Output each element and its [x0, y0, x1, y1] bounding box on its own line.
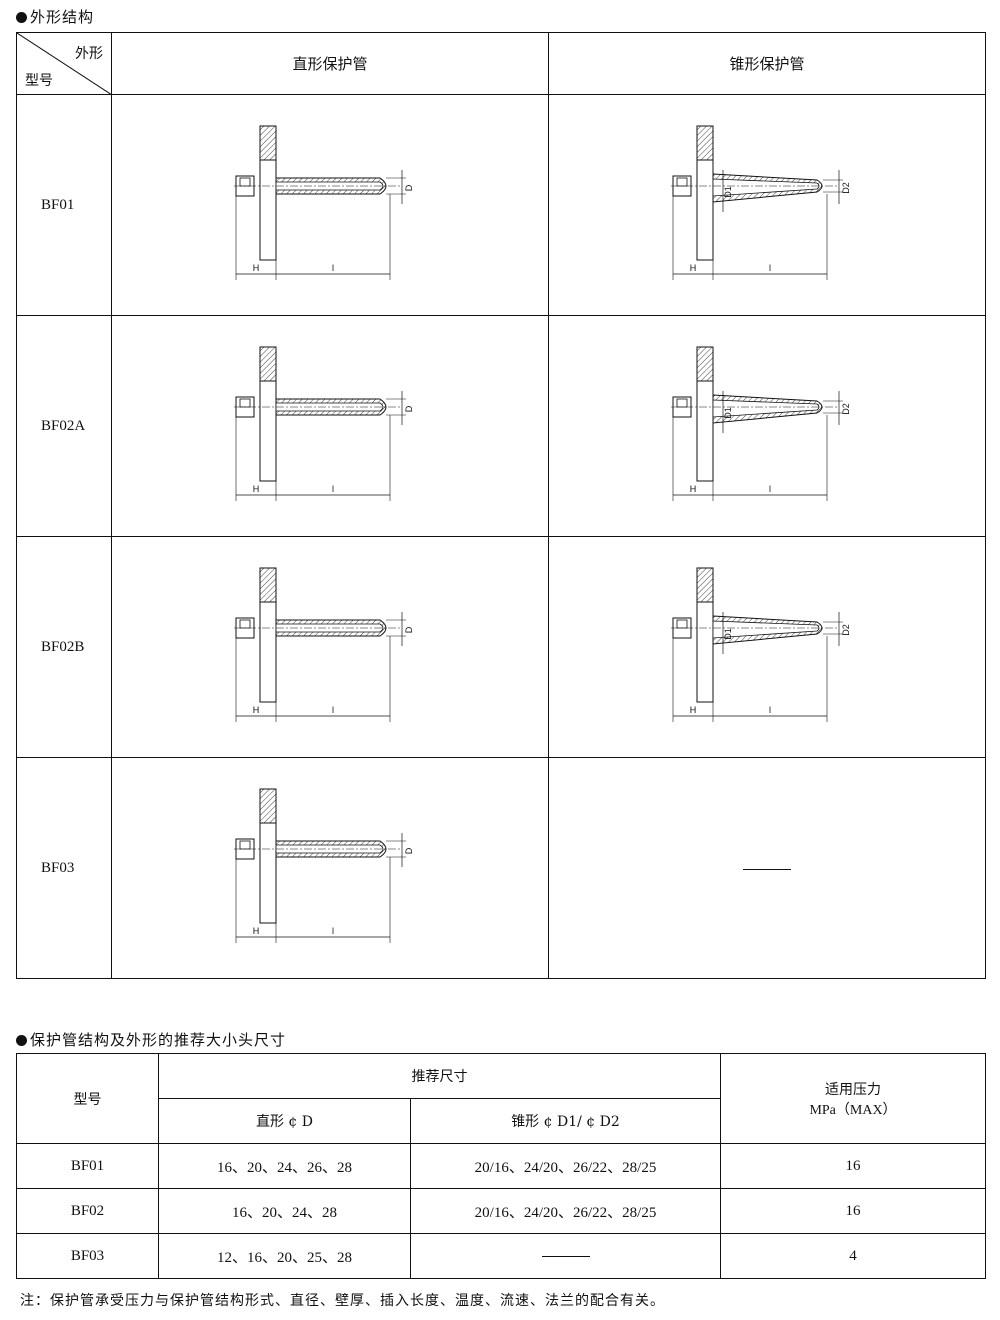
bullet-icon: [16, 12, 27, 23]
not-applicable-dash: [743, 868, 791, 870]
dimension-label: D: [404, 847, 414, 854]
dimension-label: D1: [723, 186, 733, 198]
dimension-label: l: [332, 926, 334, 936]
header-tapered: 锥形保护管: [548, 32, 986, 95]
dimension-label: H: [690, 484, 697, 494]
dimension-label: H: [253, 484, 260, 494]
cell-model: BF01: [16, 1143, 159, 1189]
table-header-row: 外形 型号 直形保护管 锥形保护管: [16, 32, 986, 95]
corner-label-shape: 外形: [75, 46, 103, 62]
header-tapered-size: 锥形 ¢ D1/ ¢ D2: [410, 1098, 721, 1144]
dimension-label: D2: [841, 403, 851, 415]
cell-tapered: 20/16、24/20、26/22、28/25: [410, 1188, 721, 1234]
model-cell: BF01: [16, 94, 112, 316]
footnote: 注：保护管承受压力与保护管结构形式、直径、壁厚、插入长度、温度、流速、法兰的配合…: [20, 1293, 665, 1309]
dimension-label: H: [253, 263, 260, 273]
dimension-label: H: [690, 263, 697, 273]
dimension-label: l: [769, 705, 771, 715]
dimension-label: l: [332, 263, 334, 273]
diagonal-header-cell: 外形 型号: [16, 32, 112, 95]
dimension-label: H: [253, 926, 260, 936]
section-title-text: 外形结构: [30, 8, 95, 26]
header-model: 型号: [16, 1053, 159, 1144]
section-title-shape: 外形结构: [16, 6, 94, 27]
header-pressure-line2: MPa（MAX）: [809, 1102, 897, 1118]
cell-pressure: 4: [720, 1233, 986, 1279]
dimension-label: D1: [723, 407, 733, 419]
dimension-label: D: [404, 626, 414, 633]
dimension-label: H: [690, 705, 697, 715]
dimension-label: D1: [723, 628, 733, 640]
table-row: BF02 16、20、24、28 20/16、24/20、26/22、28/25…: [16, 1188, 986, 1234]
not-applicable-dash: [541, 1255, 590, 1257]
tapered-empty-cell: [548, 757, 986, 979]
cell-model: BF03: [16, 1233, 159, 1279]
dimension-label: D: [404, 184, 414, 191]
header-straight-size: 直形 ¢ D: [158, 1098, 411, 1144]
dimension-label: H: [253, 705, 260, 715]
header-pressure: 适用压力 MPa（MAX）: [720, 1053, 986, 1144]
cell-pressure: 16: [720, 1143, 986, 1189]
section-title-sizes: 保护管结构及外形的推荐大小头尺寸: [16, 1029, 286, 1050]
model-cell: BF03: [16, 757, 112, 979]
dimension-label: l: [769, 484, 771, 494]
table-row: BF03 12、16、20、25、28 4: [16, 1233, 986, 1279]
table-row: BF01 16、20、24、26、28 20/16、24/20、26/22、28…: [16, 1143, 986, 1189]
dimension-label: D: [404, 405, 414, 412]
recommended-size-table: 型号 推荐尺寸 适用压力 MPa（MAX） 直形 ¢ D 锥形 ¢ D1/ ¢ …: [16, 1053, 986, 1279]
cell-model: BF02: [16, 1188, 159, 1234]
section-title-text: 保护管结构及外形的推荐大小头尺寸: [30, 1031, 287, 1049]
cell-straight: 16、20、24、26、28: [158, 1143, 411, 1189]
dimension-label: l: [332, 705, 334, 715]
cell-tapered: [410, 1233, 721, 1279]
header-pressure-line1: 适用压力: [825, 1081, 881, 1098]
cell-tapered: 20/16、24/20、26/22、28/25: [410, 1143, 721, 1189]
bullet-icon: [16, 1035, 27, 1046]
dimension-label: D2: [841, 624, 851, 636]
diagonal-line: [17, 33, 112, 95]
corner-label-model: 型号: [25, 73, 53, 89]
dimension-label: l: [332, 484, 334, 494]
model-cell: BF02A: [16, 315, 112, 537]
header-straight: 直形保护管: [111, 32, 549, 95]
header-recommended: 推荐尺寸: [158, 1053, 721, 1099]
cell-straight: 12、16、20、25、28: [158, 1233, 411, 1279]
cell-pressure: 16: [720, 1188, 986, 1234]
dimension-label: l: [769, 263, 771, 273]
table-header-row: 型号 推荐尺寸 适用压力 MPa（MAX）: [16, 1053, 986, 1144]
dimension-label: D2: [841, 182, 851, 194]
cell-straight: 16、20、24、28: [158, 1188, 411, 1234]
model-cell: BF02B: [16, 536, 112, 758]
